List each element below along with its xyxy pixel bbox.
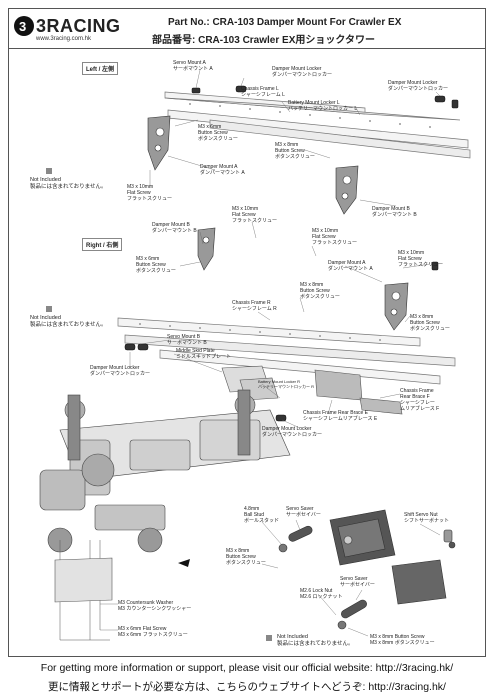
footer-text-jp: 更に情報とサポートが必要な方は、こちらのウェブサイトへどうぞ: http://3… (48, 681, 446, 693)
right-leader-lines (129, 221, 431, 429)
damper-mount-a-right (384, 282, 409, 331)
logo-text: 3RACING (36, 16, 121, 36)
not-included-swatch (266, 635, 272, 641)
shift-servo (391, 529, 456, 605)
chassis-frame-l (164, 91, 471, 159)
svg-text:3: 3 (19, 19, 26, 34)
page-frame (8, 8, 486, 657)
section-left-tag: Left / 左側 (82, 62, 118, 75)
chassis-frame-r (117, 317, 456, 385)
page-title-en: Part No.: CRA-103 Damper Mount For Crawl… (168, 17, 402, 28)
chassis-frame-l-holes (189, 103, 431, 128)
servo-saver-lower (337, 599, 367, 630)
assembled-crawler (39, 389, 291, 553)
chassis-frame-r-holes (139, 323, 381, 341)
rear-brace-f (359, 397, 403, 415)
lower-skid-plate (54, 557, 113, 603)
logo-url[interactable]: www.3racing.com.hk (36, 36, 92, 42)
servo-lower (329, 509, 396, 566)
page-title-jp: 部品番号: CRA-103 Crawler EX用ショックタワー (152, 35, 375, 46)
not-included-swatch (46, 306, 52, 312)
middle-skid-plate (221, 365, 279, 401)
rear-brace-e (314, 369, 363, 401)
right-small-parts (124, 261, 439, 422)
logo-mark: 3 (14, 16, 34, 36)
left-leader-lines (149, 69, 441, 207)
direction-arrow (178, 559, 190, 567)
section-right-tag: Right / 右側 (82, 238, 123, 251)
footer-text-en: For getting more information or support,… (40, 662, 454, 674)
damper-mount-a-left (147, 115, 171, 171)
damper-mount-b-right (197, 227, 216, 271)
damper-mount-b-left (335, 165, 359, 215)
servo-saver-upper (278, 525, 313, 553)
header-divider (8, 48, 486, 49)
bottom-leader-lines (100, 519, 441, 637)
not-included-swatch (46, 168, 52, 174)
